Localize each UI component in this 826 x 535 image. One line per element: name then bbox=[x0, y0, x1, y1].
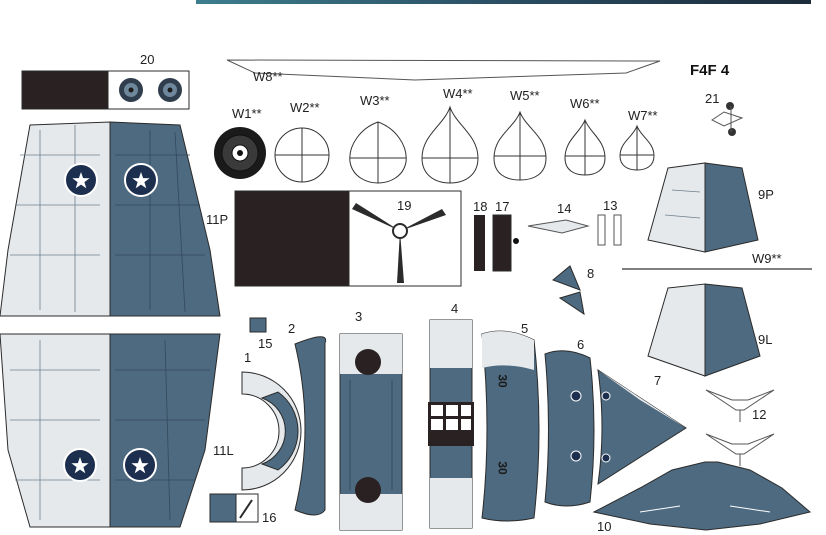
label-part-10: 10 bbox=[597, 519, 612, 534]
label-part-18: 18 bbox=[473, 199, 488, 214]
label-part-5: 5 bbox=[521, 321, 529, 336]
label-part-21: 21 bbox=[705, 91, 720, 106]
part-8 bbox=[552, 265, 585, 316]
fuselage-number-lower: 30 bbox=[495, 461, 510, 475]
label-part-w3: W3** bbox=[360, 93, 390, 108]
label-part-w9: W9** bbox=[752, 251, 782, 266]
part-10-tailplane bbox=[592, 461, 812, 531]
label-part-20: 20 bbox=[140, 52, 155, 67]
label-part-w1: W1** bbox=[232, 106, 262, 121]
part-w1-engine bbox=[214, 127, 266, 179]
label-part-w4: W4** bbox=[443, 86, 473, 101]
part-12 bbox=[705, 389, 775, 466]
part-13a bbox=[597, 214, 606, 246]
label-part-1: 1 bbox=[244, 350, 252, 365]
part-15 bbox=[249, 317, 267, 333]
part-13b bbox=[613, 214, 622, 246]
label-part-14: 14 bbox=[557, 201, 572, 216]
label-part-12: 12 bbox=[752, 407, 767, 422]
part-11p-wing bbox=[0, 121, 221, 317]
part-16a bbox=[209, 493, 237, 523]
part-19-propeller bbox=[234, 190, 462, 287]
part-6 bbox=[544, 350, 595, 507]
label-part-11p: 11P bbox=[206, 212, 229, 227]
part-20-wheels bbox=[21, 70, 190, 110]
part-9p bbox=[647, 162, 759, 253]
label-part-2: 2 bbox=[288, 321, 296, 336]
part-11l-wing bbox=[0, 333, 221, 528]
label-part-w2: W2** bbox=[290, 100, 320, 115]
label-part-6: 6 bbox=[577, 337, 585, 352]
part-5 bbox=[481, 330, 540, 522]
label-part-w5: W5** bbox=[510, 88, 540, 103]
label-part-w6: W6** bbox=[570, 96, 600, 111]
header-color-bar bbox=[196, 0, 811, 4]
label-part-11l: 11L bbox=[213, 443, 234, 458]
sheet-title: F4F 4 bbox=[690, 62, 730, 79]
label-part-15: 15 bbox=[258, 336, 273, 351]
label-part-4: 4 bbox=[451, 301, 459, 316]
label-part-w7: W7** bbox=[628, 108, 658, 123]
label-part-9p: 9P bbox=[758, 187, 774, 202]
label-part-w8: W8** bbox=[253, 69, 283, 84]
label-part-9l: 9L bbox=[758, 332, 773, 347]
part-17 bbox=[492, 214, 512, 272]
part-7 bbox=[597, 368, 687, 486]
part-3 bbox=[339, 333, 403, 531]
label-part-7: 7 bbox=[654, 373, 662, 388]
label-part-17: 17 bbox=[495, 199, 510, 214]
part-4 bbox=[428, 319, 474, 529]
part-21 bbox=[711, 102, 744, 136]
fuselage-number-upper: 30 bbox=[495, 374, 510, 388]
part-w-formers bbox=[274, 105, 655, 184]
part-9l bbox=[647, 283, 761, 377]
part-2 bbox=[294, 336, 327, 516]
part-14 bbox=[527, 219, 590, 234]
label-part-3: 3 bbox=[355, 309, 363, 324]
part-18 bbox=[474, 215, 485, 271]
part-w8-wire bbox=[226, 59, 661, 81]
label-part-16: 16 bbox=[262, 510, 277, 525]
label-part-19: 19 bbox=[397, 198, 412, 213]
label-part-8: 8 bbox=[587, 266, 595, 281]
label-part-13: 13 bbox=[603, 198, 618, 213]
